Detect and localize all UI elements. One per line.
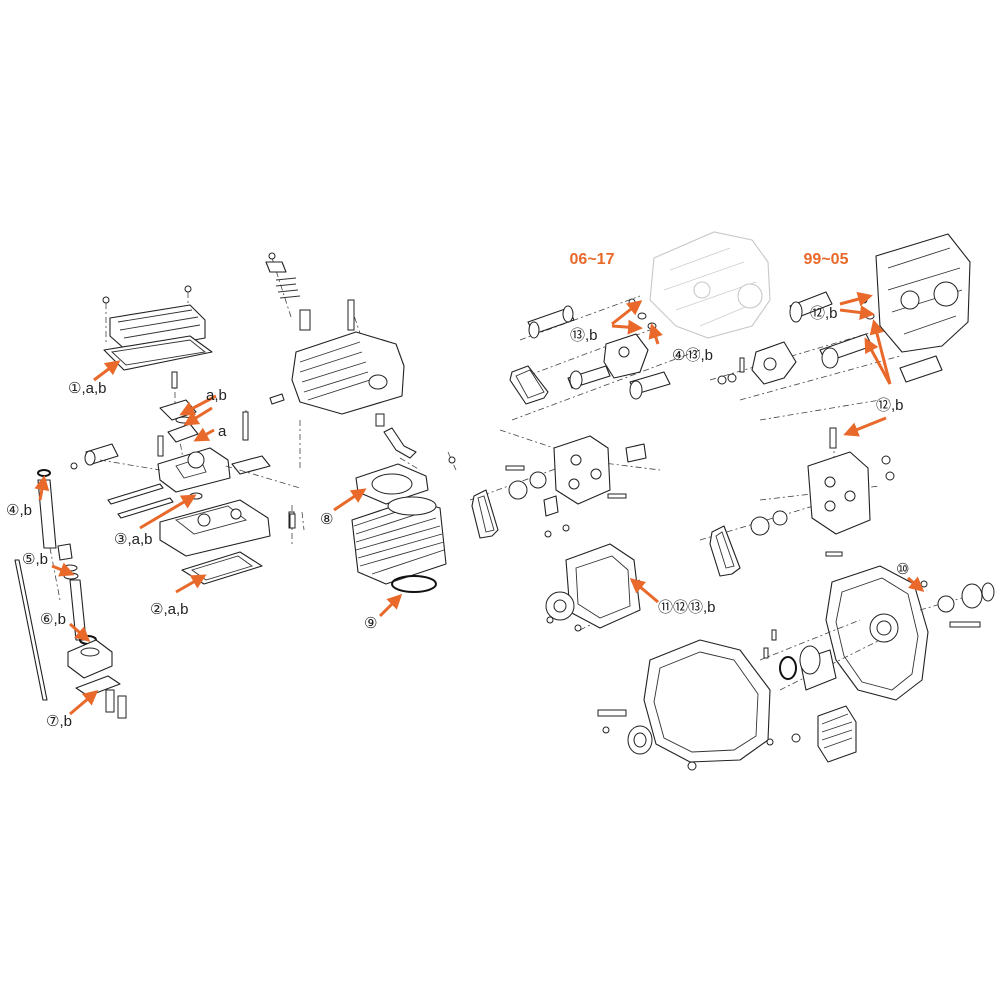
arrow-c11 — [378, 593, 403, 618]
arrow-c3 — [193, 427, 215, 442]
callout-label-c5: ②,a,b — [150, 601, 188, 618]
callout-label-c4: ③,a,b — [114, 531, 152, 548]
callout-label-c16: ⑩ — [896, 561, 909, 578]
arrow-c9 — [69, 690, 99, 716]
arrow-c15b — [869, 319, 892, 385]
arrow-c12a — [611, 300, 643, 326]
callout-label-c2: a,b — [206, 387, 227, 404]
arrow-c14a — [839, 291, 873, 307]
arrow-c5 — [175, 574, 207, 594]
rocker-housing-group — [159, 499, 295, 585]
arrow-c12b — [611, 319, 643, 335]
callout-label-c15: ⑫,b — [876, 397, 904, 414]
arrow-c8 — [69, 622, 91, 642]
callout-label-c8: ⑥,b — [40, 611, 66, 628]
callout-label-c17: ⑪⑫⑬,b — [658, 599, 716, 616]
crankcase-ghost-06-17 — [649, 231, 771, 339]
callout-label-c3: a — [218, 423, 227, 440]
lifter-column-group — [14, 469, 127, 719]
arrow-c1 — [93, 360, 121, 382]
camshaft-assembly-06-17 — [509, 295, 701, 421]
arrow-c15a — [864, 337, 892, 385]
callout-label-c14: ⑫,b — [810, 305, 838, 322]
arrow-c16 — [907, 576, 925, 592]
cylinder-group — [351, 463, 447, 593]
arrow-c7 — [51, 562, 75, 577]
arrow-c17 — [629, 578, 659, 604]
arrow-c2b — [183, 406, 213, 426]
cylinder-head-group — [265, 252, 457, 531]
arrow-c2a — [179, 394, 217, 416]
arrow-c13 — [648, 323, 663, 345]
crankcase-left-half — [597, 629, 857, 771]
callout-label-c9: ⑦,b — [46, 713, 72, 730]
oil-pump-99-05 — [699, 427, 895, 577]
arrow-c14b — [839, 305, 875, 320]
callout-label-c11: ⑨ — [364, 615, 377, 632]
crankcase-right-half — [759, 565, 995, 701]
arrow-c15c — [843, 416, 887, 437]
arrow-c6 — [34, 475, 50, 501]
callout-label-c13: ④⑬,b — [672, 347, 713, 364]
callout-label-c6: ④,b — [6, 502, 32, 519]
arrow-c4 — [139, 494, 197, 530]
heading-99-05: 99~05 — [804, 251, 849, 268]
oil-pump-06-17 — [469, 429, 661, 539]
callout-arrows — [34, 291, 925, 716]
arrow-c10 — [333, 488, 367, 512]
callout-labels: ①,a,b a,b a ③,a,b ②,a,b ④,b ⑤,b ⑥,b ⑦,b … — [6, 305, 909, 730]
callout-label-c10: ⑧ — [320, 511, 333, 528]
cam-cover-06-17 — [545, 543, 641, 632]
callout-label-c1: ①,a,b — [68, 380, 106, 397]
rocker-cover-group — [102, 285, 213, 371]
crankcase-99-05 — [709, 233, 971, 421]
heading-06-17: 06~17 — [570, 251, 615, 268]
callout-label-c7: ⑤,b — [22, 551, 48, 568]
callout-label-c12: ⑬,b — [570, 327, 598, 344]
